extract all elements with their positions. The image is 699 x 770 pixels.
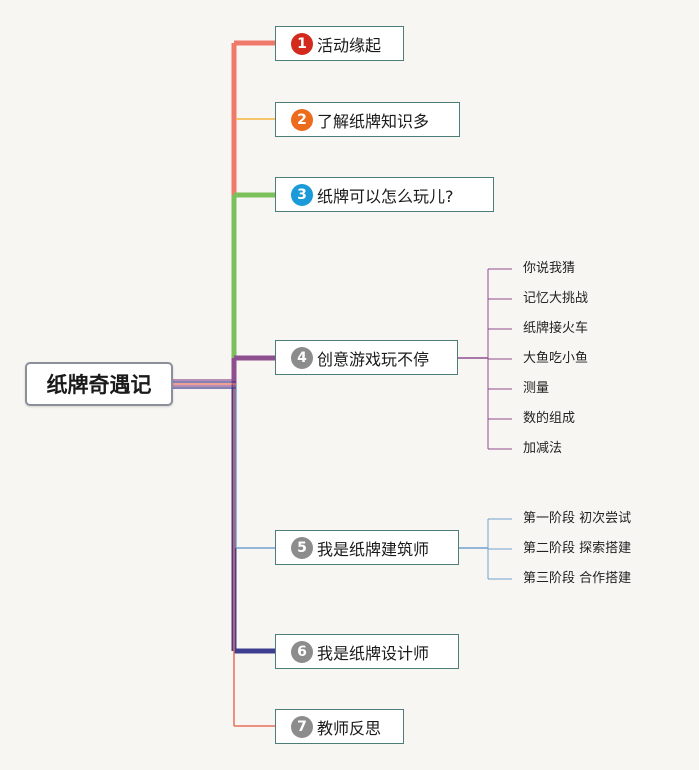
leaf-4-3[interactable]: 纸牌接火车	[523, 321, 589, 336]
number-badge-4: 4	[291, 346, 313, 369]
branch-node-3[interactable]: 3 纸牌可以怎么玩儿?	[275, 177, 494, 212]
leaf-4-1[interactable]: 你说我猜	[523, 261, 576, 276]
leaf-5-2[interactable]: 第二阶段 探索搭建	[523, 541, 632, 556]
branch-node-2[interactable]: 2 了解纸牌知识多	[275, 102, 460, 137]
number-badge-2: 2	[291, 108, 313, 131]
branch-label-7: 教师反思	[317, 718, 382, 738]
number-badge-6: 6	[291, 640, 313, 663]
branch-node-6[interactable]: 6 我是纸牌设计师	[275, 634, 459, 669]
number-badge-7: 7	[291, 715, 313, 738]
branch-label-5: 我是纸牌建筑师	[317, 539, 430, 559]
leaf-4-2[interactable]: 记忆大挑战	[523, 291, 589, 306]
root-label: 纸牌奇遇记	[46, 373, 152, 397]
branch-node-4[interactable]: 4 创意游戏玩不停	[275, 340, 458, 375]
branch-node-5[interactable]: 5 我是纸牌建筑师	[275, 530, 459, 565]
leaf-4-6[interactable]: 数的组成	[523, 411, 576, 426]
leaf-4-4[interactable]: 大鱼吃小鱼	[523, 351, 589, 366]
root-node[interactable]: 纸牌奇遇记	[25, 362, 173, 406]
branch-node-1[interactable]: 1 活动缘起	[275, 26, 404, 61]
leaf-5-3[interactable]: 第三阶段 合作搭建	[523, 571, 632, 586]
number-badge-5: 5	[291, 536, 313, 559]
branch-label-2: 了解纸牌知识多	[317, 111, 430, 131]
branch-label-1: 活动缘起	[317, 35, 382, 55]
number-badge-3: 3	[291, 183, 313, 206]
branch-node-7[interactable]: 7 教师反思	[275, 709, 404, 744]
leaf-4-5[interactable]: 测量	[523, 381, 550, 396]
branch-label-6: 我是纸牌设计师	[317, 643, 430, 663]
branch-label-4: 创意游戏玩不停	[317, 349, 430, 369]
leaf-5-1[interactable]: 第一阶段 初次尝试	[523, 511, 632, 526]
leaf-4-7[interactable]: 加减法	[523, 441, 563, 456]
number-badge-1: 1	[291, 32, 313, 55]
branch-label-3: 纸牌可以怎么玩儿?	[317, 186, 454, 206]
